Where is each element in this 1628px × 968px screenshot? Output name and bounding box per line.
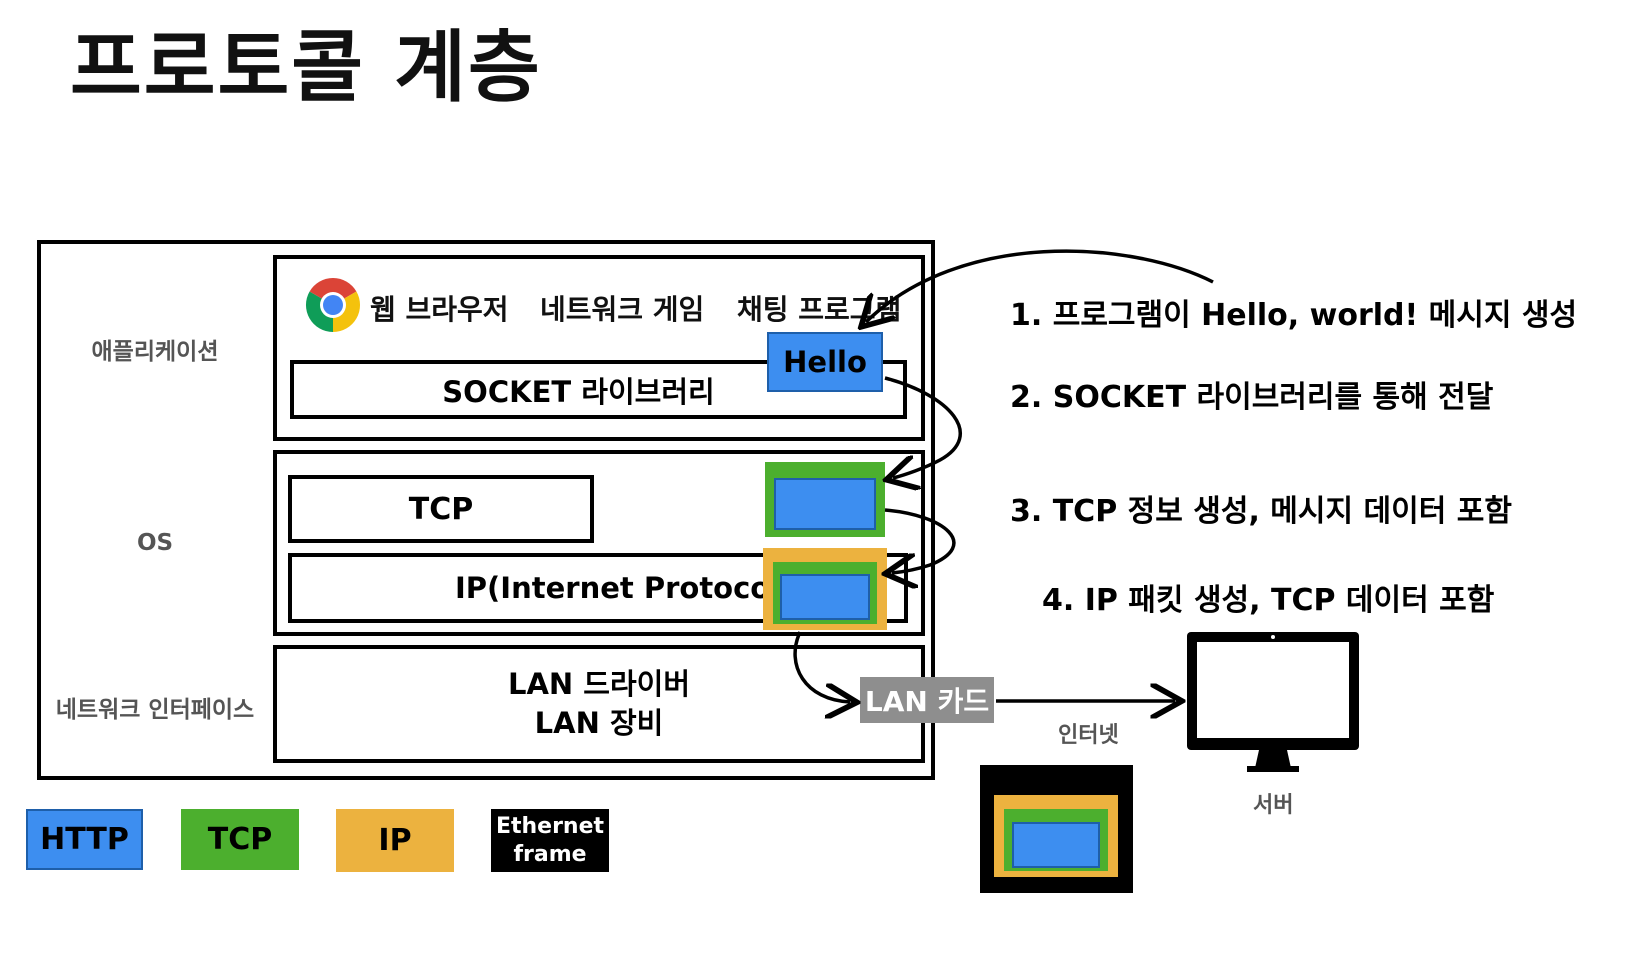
step-4: 4. IP 패킷 생성, TCP 데이터 포함 [1042, 583, 1495, 618]
monitor-icon [1185, 630, 1361, 775]
ip-box-label: IP(Internet Protocol) [455, 571, 794, 605]
arrow-program-to-hello [866, 249, 1214, 322]
hello-label: Hello [783, 345, 867, 379]
ip-packet-payload [780, 574, 870, 620]
legend-http: HTTP [26, 809, 143, 870]
server-label: 서버 [1253, 793, 1294, 818]
tcp-box-label: TCP [408, 491, 474, 527]
app-game-label: 네트워크 게임 [540, 293, 705, 326]
legend-ethernet-line1: Ethernet [495, 814, 605, 839]
lan-driver-label: LAN 드라이버 [507, 666, 690, 701]
step-2: 2. SOCKET 라이브러리를 통해 전달 [1010, 380, 1494, 415]
layer-label-application: 애플리케이션 [91, 339, 219, 365]
legend-http-label: HTTP [40, 822, 129, 857]
tcp-segment-payload [774, 478, 876, 530]
chrome-icon [304, 276, 362, 334]
legend-tcp-label: TCP [207, 822, 273, 857]
socket-library-label: SOCKET 라이브러리 [442, 374, 715, 409]
legend-ip-label: IP [378, 823, 412, 858]
step-3: 3. TCP 정보 생성, 메시지 데이터 포함 [1010, 494, 1513, 529]
legend-ethernet-line2: frame [513, 841, 587, 867]
page-title: 프로토콜 계층 [70, 23, 542, 113]
lan-card: LAN 카드 [860, 677, 994, 723]
tcp-box: TCP [288, 475, 594, 543]
legend-tcp: TCP [181, 809, 299, 870]
arrow-tcp-to-ip [885, 508, 956, 573]
app-browser-label: 웹 브라우저 [370, 293, 509, 326]
arrow-socket-to-tcp [885, 376, 962, 478]
lan-card-label: LAN 카드 [864, 685, 990, 718]
host-box [37, 240, 935, 780]
arrow-ip-to-lan-card [793, 631, 850, 702]
step-1: 1. 프로그램이 Hello, world! 메시지 생성 [1010, 298, 1578, 333]
internet-label: 인터넷 [1058, 723, 1119, 748]
legend-ethernet-frame: Ethernet frame [491, 809, 609, 872]
layer-label-network-interface: 네트워크 인터페이스 [55, 697, 255, 723]
legend-ip: IP [336, 809, 454, 872]
layer-label-os: OS [136, 530, 174, 556]
network-interface-layer-box: LAN 드라이버 LAN 장비 [273, 645, 925, 763]
hello-message-packet: Hello [767, 332, 883, 392]
lan-device-label: LAN 장비 [534, 706, 664, 740]
ethernet-frame-payload [1012, 822, 1100, 868]
